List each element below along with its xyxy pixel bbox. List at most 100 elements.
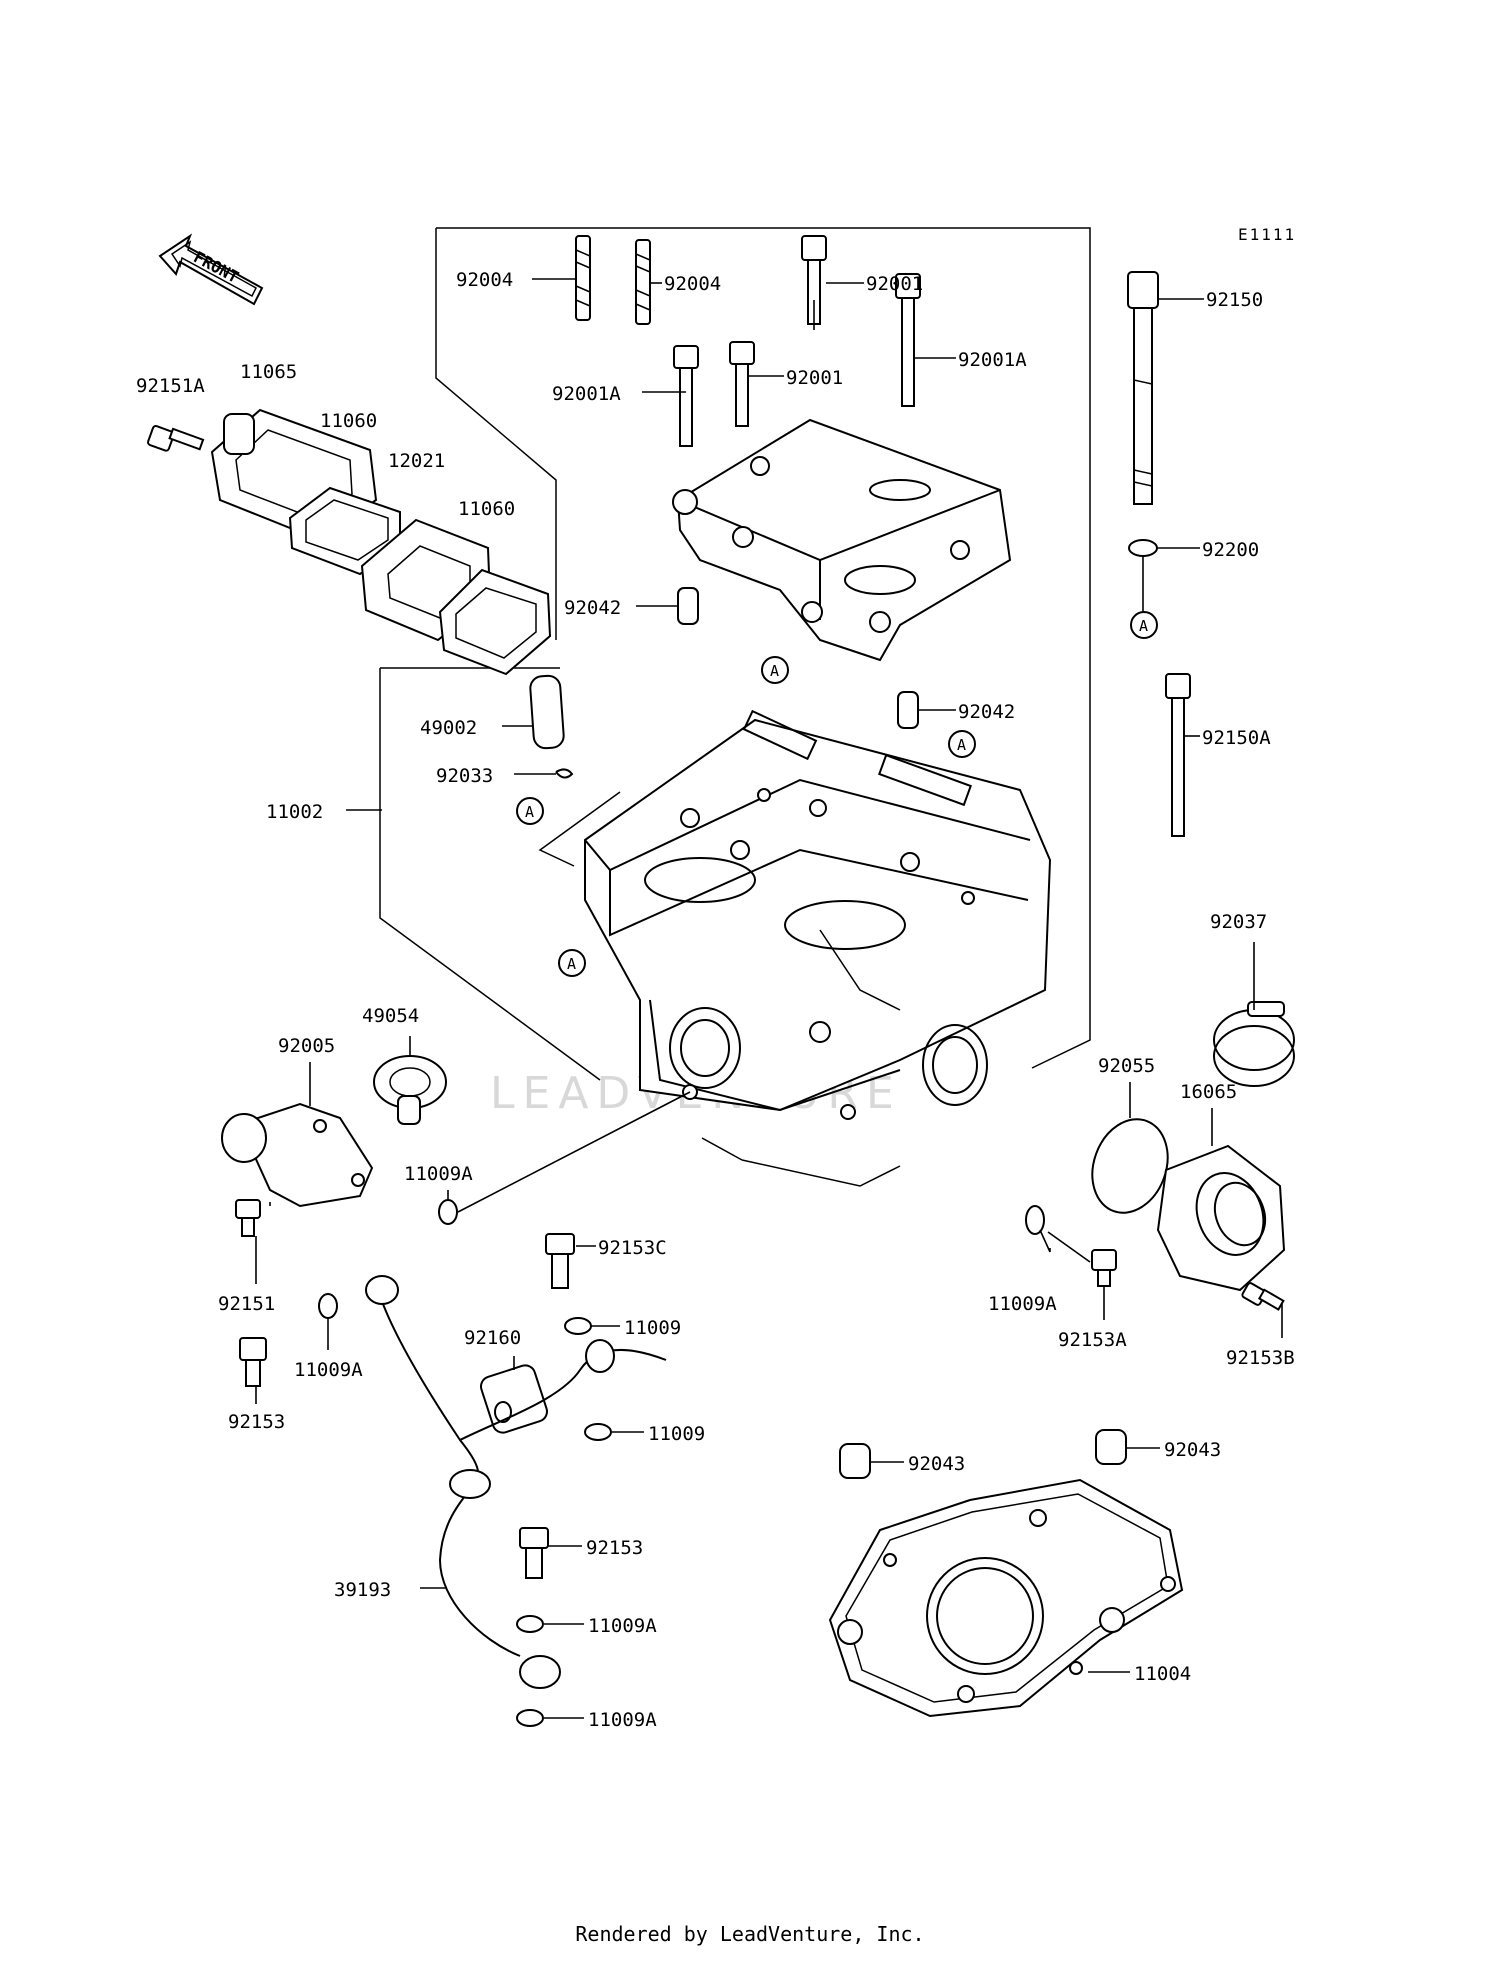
part-label-39193: 39193 bbox=[334, 1579, 391, 1601]
part-label-92042: 92042 bbox=[958, 701, 1015, 723]
leader-lines bbox=[255, 278, 1283, 1719]
pipe-49002 bbox=[529, 674, 565, 750]
washer-11009-bottom bbox=[584, 1423, 612, 1441]
bolt-92001A-left bbox=[673, 345, 699, 447]
cylinder-head-11002 bbox=[584, 709, 1052, 1120]
part-label-11009A: 11009A bbox=[588, 1709, 657, 1731]
front-arrow-icon: FRONT bbox=[158, 233, 264, 306]
footer-credit: Rendered by LeadVenture, Inc. bbox=[575, 1922, 925, 1946]
part-label-92043: 92043 bbox=[1164, 1439, 1221, 1461]
camshaft-holder bbox=[672, 418, 1012, 662]
thermostat-49054 bbox=[373, 1055, 447, 1125]
part-label-92151A: 92151A bbox=[136, 375, 205, 397]
clip-92033 bbox=[555, 768, 574, 779]
part-label-92042: 92042 bbox=[564, 597, 621, 619]
part-label-11004: 11004 bbox=[1134, 1663, 1191, 1685]
part-label-11009: 11009 bbox=[648, 1423, 705, 1445]
ref-marker-a-5: A bbox=[558, 949, 586, 977]
part-label-92153B: 92153B bbox=[1226, 1347, 1295, 1369]
part-label-92160: 92160 bbox=[464, 1327, 521, 1349]
part-label-92004: 92004 bbox=[456, 269, 513, 291]
part-label-92200: 92200 bbox=[1202, 539, 1259, 561]
part-label-92043: 92043 bbox=[908, 1453, 965, 1475]
part-label-11065: 11065 bbox=[240, 361, 297, 383]
part-label-92151: 92151 bbox=[218, 1293, 275, 1315]
part-labels: 92004 92004 92001 92150 92151A 11065 110… bbox=[136, 269, 1295, 1731]
oil-pipe-39193 bbox=[365, 1275, 667, 1689]
washer-11009-top bbox=[564, 1317, 592, 1335]
assembly-bracket-lines bbox=[379, 227, 1091, 1187]
clamp-92037 bbox=[1213, 1001, 1295, 1087]
washer-11009A-right bbox=[1025, 1205, 1045, 1235]
gasket-11060-bottom bbox=[438, 568, 552, 676]
part-label-11060: 11060 bbox=[320, 410, 377, 432]
water-outlet-92005 bbox=[221, 1102, 374, 1208]
part-label-11002: 11002 bbox=[266, 801, 323, 823]
o-ring-92055 bbox=[1091, 1118, 1169, 1214]
part-label-92150A: 92150A bbox=[1202, 727, 1271, 749]
ref-marker-a-text: A bbox=[957, 736, 966, 754]
ref-marker-a-text: A bbox=[525, 803, 534, 821]
bolt-92153A bbox=[1091, 1249, 1117, 1287]
part-label-92001A: 92001A bbox=[552, 383, 621, 405]
part-label-92153: 92153 bbox=[228, 1411, 285, 1433]
filter-92160 bbox=[480, 1364, 548, 1434]
ref-marker-a-text: A bbox=[770, 662, 779, 680]
bolt-92001-middle bbox=[729, 341, 755, 427]
stud-92004-left bbox=[575, 235, 591, 321]
bolt-92153-left bbox=[239, 1337, 267, 1387]
dowel-92042-left bbox=[677, 587, 699, 625]
ref-marker-a-text: A bbox=[567, 955, 576, 973]
ref-marker-a-4: A bbox=[516, 797, 544, 825]
part-label-92037: 92037 bbox=[1210, 911, 1267, 933]
washer-11009A-pipe-upper bbox=[516, 1615, 544, 1633]
part-label-11009A: 11009A bbox=[294, 1359, 363, 1381]
dowel-92042-right bbox=[897, 691, 919, 729]
head-gasket-11004 bbox=[828, 1478, 1184, 1718]
part-label-11009A: 11009A bbox=[588, 1615, 657, 1637]
bolt-92153-lower bbox=[519, 1527, 549, 1579]
part-label-11009: 11009 bbox=[624, 1317, 681, 1339]
bolt-92001-top bbox=[801, 235, 827, 325]
diagram-code: E1111 bbox=[1238, 225, 1296, 244]
part-label-92055: 92055 bbox=[1098, 1055, 1155, 1077]
part-label-92153A: 92153A bbox=[1058, 1329, 1127, 1351]
part-label-92033: 92033 bbox=[436, 765, 493, 787]
bolt-92151 bbox=[235, 1199, 261, 1237]
bolt-92153B bbox=[1241, 1282, 1285, 1311]
ref-marker-a-2: A bbox=[761, 656, 789, 684]
washer-11009A-lower-left bbox=[318, 1293, 338, 1319]
part-label-11009A: 11009A bbox=[404, 1163, 473, 1185]
washer-92200 bbox=[1128, 539, 1158, 557]
part-label-92005: 92005 bbox=[278, 1035, 335, 1057]
ref-marker-a-text: A bbox=[1139, 617, 1148, 635]
part-label-92153: 92153 bbox=[586, 1537, 643, 1559]
part-label-92153C: 92153C bbox=[598, 1237, 667, 1259]
part-label-92150: 92150 bbox=[1206, 289, 1263, 311]
part-label-92001A: 92001A bbox=[958, 349, 1027, 371]
washer-11009A-upper bbox=[438, 1199, 458, 1225]
bolt-92150A bbox=[1165, 673, 1191, 837]
part-label-16065: 16065 bbox=[1180, 1081, 1237, 1103]
part-label-49054: 49054 bbox=[362, 1005, 419, 1027]
bolt-92153C bbox=[545, 1233, 575, 1289]
part-label-92004: 92004 bbox=[664, 273, 721, 295]
dowel-92043-left bbox=[839, 1443, 871, 1479]
ref-marker-a-3: A bbox=[948, 730, 976, 758]
stud-92004-right bbox=[635, 239, 651, 325]
head-bolt-92150 bbox=[1127, 271, 1159, 505]
part-label-11009A: 11009A bbox=[988, 1293, 1057, 1315]
bolt-92151A bbox=[147, 425, 205, 452]
part-label-49002: 49002 bbox=[420, 717, 477, 739]
part-label-92001: 92001 bbox=[866, 273, 923, 295]
washer-11009A-pipe-lower bbox=[516, 1709, 544, 1727]
bolt-92001A-right bbox=[895, 273, 921, 407]
part-label-12021: 12021 bbox=[388, 450, 445, 472]
carburetor-holder-16065 bbox=[1156, 1144, 1286, 1292]
ref-marker-a-1: A bbox=[1130, 611, 1158, 639]
part-label-11060: 11060 bbox=[458, 498, 515, 520]
part-label-92001: 92001 bbox=[786, 367, 843, 389]
dowel-92043-right bbox=[1095, 1429, 1127, 1465]
